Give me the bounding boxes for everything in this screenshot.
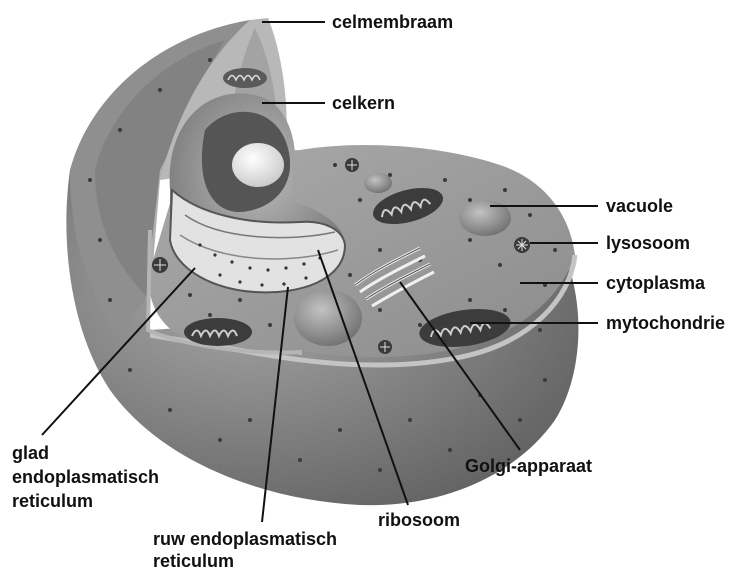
nucleolus	[232, 143, 284, 187]
label-cytoplasma: cytoplasma	[606, 273, 706, 293]
label-ribosoom: ribosoom	[378, 510, 460, 530]
vacuole-large	[294, 290, 362, 346]
label-ruw-er-line1: ruw endoplasmatisch	[153, 529, 337, 549]
label-mytochondrie: mytochondrie	[606, 313, 725, 333]
mitochondrion-3	[184, 318, 252, 346]
lysosome-2	[345, 158, 359, 172]
label-glad-er-line3: reticulum	[12, 491, 93, 511]
label-lysosoom: lysosoom	[606, 233, 690, 253]
lysosome-4	[152, 257, 168, 273]
label-ruw-er-line2: reticulum	[153, 551, 234, 571]
label-vacuole: vacuole	[606, 196, 673, 216]
label-glad-er-line1: glad	[12, 443, 49, 463]
label-glad-er-line2: endoplasmatisch	[12, 467, 159, 487]
vacuole-small	[364, 173, 392, 193]
label-golgi: Golgi-apparaat	[465, 456, 592, 476]
label-celmembraam: celmembraam	[332, 12, 453, 32]
lysosome-1	[514, 237, 530, 253]
lysosome-3	[378, 340, 392, 354]
mitochondrion-4	[223, 68, 267, 88]
label-celkern: celkern	[332, 93, 395, 113]
